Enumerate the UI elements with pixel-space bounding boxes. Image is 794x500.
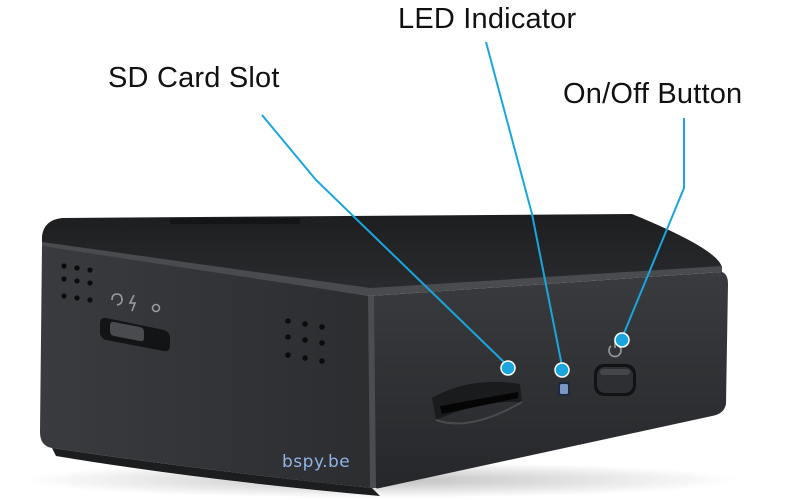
watermark: bspy.be xyxy=(282,452,351,472)
flash-icon xyxy=(128,294,137,312)
on-off-button[interactable] xyxy=(594,364,636,396)
device-corner-edge xyxy=(368,296,376,488)
settings-icon xyxy=(151,303,161,313)
device-left-face xyxy=(40,246,372,488)
microphone-icon xyxy=(111,293,123,306)
device-top-edge xyxy=(42,242,722,296)
led-callout-dot xyxy=(554,362,570,378)
sd-card-slot-label: SD Card Slot xyxy=(108,62,280,94)
power-callout-dot xyxy=(614,332,630,348)
mode-slide-switch[interactable] xyxy=(100,317,170,352)
top-seam xyxy=(170,218,300,224)
led-indicator xyxy=(558,382,570,396)
device-front-face xyxy=(370,272,728,489)
power-callout-line xyxy=(621,118,685,339)
sd-card-slot[interactable] xyxy=(432,381,523,425)
led-callout-line xyxy=(485,41,563,367)
device-bottom-edge xyxy=(52,448,380,496)
led-indicator-label: LED Indicator xyxy=(398,3,577,35)
right-vent-grid xyxy=(285,318,325,364)
device-top-face xyxy=(42,214,722,290)
sd-card-callout-line xyxy=(261,114,509,367)
sd-card-callout-dot xyxy=(500,360,516,376)
on-off-button-label: On/Off Button xyxy=(563,78,743,110)
left-vent-grid xyxy=(61,263,93,303)
